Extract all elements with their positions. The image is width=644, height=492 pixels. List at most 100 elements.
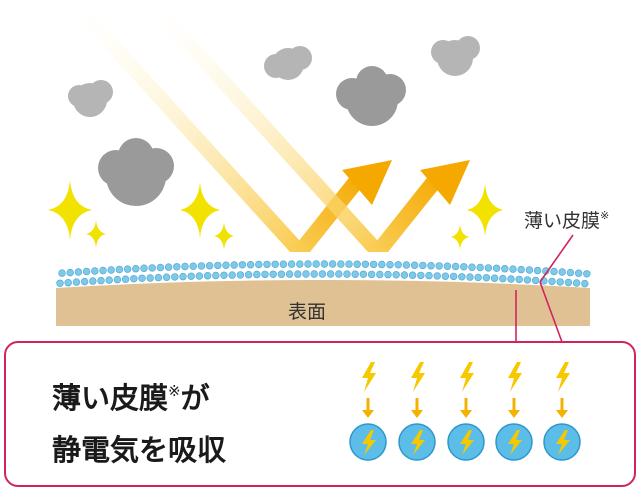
- film-particle: [572, 279, 581, 287]
- film-particle: [296, 260, 304, 268]
- film-particle: [408, 271, 417, 279]
- film-particle: [564, 278, 573, 287]
- film-particle: [433, 272, 441, 280]
- film-particle: [515, 275, 523, 284]
- film-particle: [123, 265, 132, 273]
- film-particle: [533, 266, 542, 275]
- film-particle: [501, 265, 509, 273]
- film-particle: [162, 273, 171, 281]
- film-particle: [466, 273, 474, 281]
- film-particle: [179, 272, 187, 281]
- film-particle: [222, 261, 230, 269]
- film-particle: [386, 261, 394, 269]
- film-particle: [351, 270, 359, 278]
- film-particle: [326, 270, 335, 278]
- film-particle: [523, 276, 532, 284]
- film-particle: [359, 270, 368, 278]
- film-particle: [468, 263, 476, 271]
- film-particle: [525, 266, 534, 274]
- film-particle: [64, 279, 72, 287]
- film-particle: [187, 272, 195, 280]
- film-particle: [384, 270, 392, 279]
- film-particle: [140, 264, 148, 272]
- film-particle: [345, 260, 353, 268]
- film-particle: [441, 272, 450, 280]
- film-particle: [304, 260, 312, 268]
- film-particle: [328, 260, 337, 268]
- light-beam-2: [150, 12, 470, 252]
- film-particle: [507, 275, 515, 283]
- film-particle: [460, 263, 468, 271]
- surface-block: [56, 280, 590, 326]
- film-particle: [449, 272, 458, 281]
- film-particle: [310, 270, 318, 278]
- film-particle: [490, 274, 499, 282]
- film-particle: [320, 260, 329, 268]
- film-particle: [376, 270, 384, 279]
- film-particle: [89, 277, 97, 285]
- film-particle: [509, 265, 517, 273]
- film-particle: [574, 269, 583, 277]
- film-particle: [458, 273, 466, 281]
- film-particle: [378, 260, 386, 269]
- film-particle: [410, 261, 419, 269]
- film-particle: [91, 267, 99, 275]
- film-particle: [517, 265, 525, 274]
- film-particle: [82, 267, 91, 276]
- film-pointer-line: [539, 234, 574, 283]
- film-particle: [148, 264, 156, 272]
- dust-cloud-icon: [98, 66, 406, 206]
- film-particle: [279, 260, 288, 268]
- film-particle: [130, 275, 138, 283]
- film-particle: [581, 279, 589, 288]
- film-particle: [197, 262, 206, 270]
- film-particle: [492, 264, 501, 272]
- light-beam-1: [72, 12, 392, 252]
- film-particle: [74, 268, 83, 276]
- film-particle: [353, 260, 361, 268]
- film-particle: [312, 260, 320, 268]
- film-particle: [269, 270, 277, 278]
- film-particle: [107, 266, 115, 274]
- film-particle: [72, 278, 81, 286]
- film-particle: [230, 261, 238, 269]
- film-particle: [173, 263, 181, 271]
- film-particle: [132, 265, 140, 273]
- film-particle: [253, 270, 261, 279]
- dust-cloud-icon: [68, 36, 480, 117]
- film-particle: [212, 271, 220, 280]
- callout-line-1-tail: が: [180, 381, 210, 415]
- film-particle: [214, 261, 222, 270]
- film-particle: [228, 271, 236, 279]
- film-particle: [369, 260, 378, 269]
- film-particle: [499, 274, 507, 283]
- film-particle: [246, 261, 255, 269]
- film-particle: [156, 263, 165, 272]
- film-particle: [203, 272, 212, 280]
- film-particle: [285, 270, 294, 278]
- film-particle: [337, 260, 345, 268]
- film-particle: [419, 261, 427, 270]
- film-particle: [548, 277, 556, 286]
- film-particle: [205, 262, 214, 270]
- film-particle: [56, 279, 64, 287]
- film-particle: [402, 261, 411, 269]
- film-particle: [394, 261, 402, 269]
- film-particle: [425, 271, 433, 280]
- film-particle: [236, 271, 245, 279]
- film-particle: [287, 260, 296, 268]
- film-particle: [80, 277, 89, 286]
- callout-text: 薄い皮膜※が 静電気を吸収: [52, 365, 226, 476]
- film-particle: [400, 271, 409, 279]
- film-particle: [115, 265, 124, 274]
- callout-line-1: 薄い皮膜※が: [52, 365, 226, 424]
- callout-line-1-note: ※: [168, 382, 181, 400]
- film-particle: [99, 266, 107, 275]
- film-particle: [154, 273, 163, 282]
- film-label-note: ※: [600, 209, 610, 222]
- film-particle: [261, 270, 269, 279]
- film-particle: [335, 270, 343, 278]
- film-label-text: 薄い皮膜: [524, 210, 601, 232]
- film-particle: [367, 270, 376, 279]
